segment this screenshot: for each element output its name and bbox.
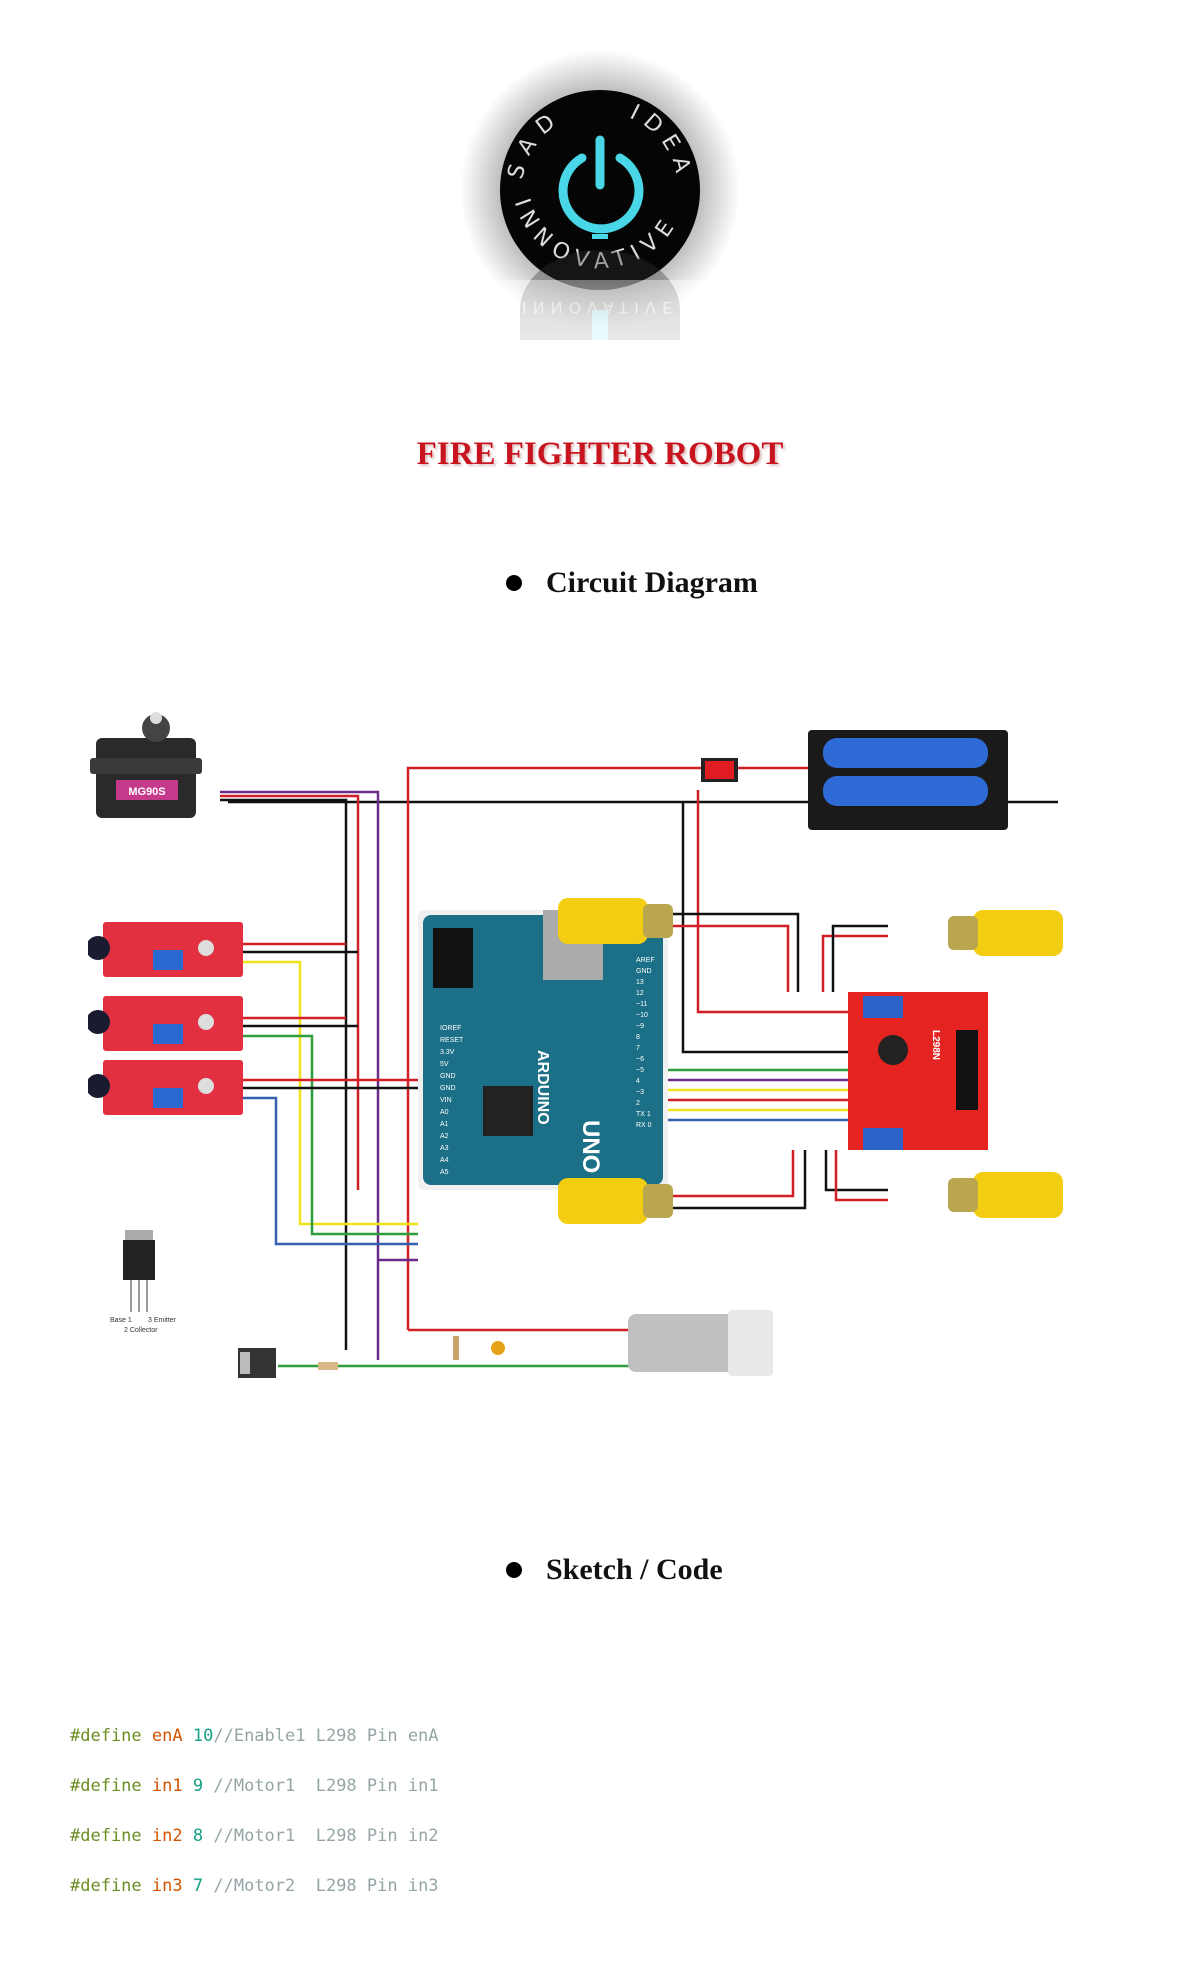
arduino-model-label: UNO (577, 1120, 604, 1173)
bullet-icon (506, 1562, 522, 1578)
arduino-pin-label: GND (440, 1073, 456, 1080)
section-heading-circuit: Circuit Diagram (506, 566, 758, 600)
transistor-collector-label: 2 Collector (124, 1327, 158, 1334)
transistor-emitter-label: 3 Emitter (148, 1317, 177, 1324)
wire-motor-tl (673, 912, 800, 992)
arduino-pin-label: A5 (440, 1169, 449, 1176)
wire-servo-black (220, 798, 348, 1350)
section-heading-code: Sketch / Code (506, 1553, 723, 1587)
arduino-pin-label: 12 (636, 990, 644, 997)
page-title: FIRE FIGHTER ROBOT (416, 436, 784, 472)
bullet-icon (506, 575, 522, 591)
water-pump (453, 1310, 773, 1376)
arduino-pin-label: A0 (440, 1109, 449, 1116)
arduino-pin-label: 13 (636, 979, 644, 986)
servo-motor: MG90S (90, 712, 202, 818)
arduino-pin-label: RESET (440, 1037, 464, 1044)
wire-power-switch (406, 766, 701, 1330)
transistor-reference: Base 1 3 Emitter 2 Collector (110, 1230, 177, 1334)
wire-motor-br2 (834, 1150, 888, 1202)
wire-motor-tl2 (673, 924, 790, 992)
sad-innovative-ideas-logo: SAD IDEAS INNOVATIVE INNOVATIVE (450, 40, 750, 400)
wire-switch-driver-red (696, 790, 848, 1014)
flame-sensor-2 (88, 996, 243, 1051)
circuit-diagram: MG90S Base 1 3 Emitter 2 Collector (88, 712, 1063, 1378)
power-switch (701, 758, 738, 782)
gear-motor-top-right (948, 910, 1063, 956)
arduino-pin-label: GND (636, 968, 652, 975)
arduino-pin-label: A3 (440, 1145, 449, 1152)
servo-label: MG90S (128, 786, 165, 798)
arduino-pin-label: A4 (440, 1157, 449, 1164)
wire-motor-bl (673, 1150, 795, 1198)
transistor-base-label: Base 1 (110, 1317, 132, 1324)
section-heading-code-text: Sketch / Code (546, 1553, 723, 1586)
driver-label: L298N (930, 1030, 941, 1060)
arduino-pin-label: 4 (636, 1078, 640, 1085)
flame-sensor-1 (88, 922, 243, 977)
l298n-driver: L298N (848, 992, 988, 1150)
arduino-pin-label: ~10 (636, 1012, 648, 1019)
wire-motor-tr2 (831, 924, 888, 992)
code-line: #define in3 7 //Motor2 L298 Pin in3 (70, 1876, 439, 1896)
section-heading-circuit-text: Circuit Diagram (546, 566, 758, 599)
wire-motor-tr (821, 934, 888, 992)
wire-sensor1-yellow (243, 960, 418, 1226)
wire-sensor3-blue (243, 1096, 418, 1246)
wire-battery-driver-black (681, 802, 848, 1054)
arduino-pin-label: ~9 (636, 1023, 644, 1030)
arduino-pin-label: TX 1 (636, 1111, 651, 1118)
code-line: #define in1 9 //Motor1 L298 Pin in1 (70, 1776, 439, 1796)
wire-motor-br (824, 1150, 888, 1192)
arduino-pin-label: 2 (636, 1100, 640, 1107)
arduino-pin-label: AREF (636, 957, 655, 964)
arduino-uno: ARDUINO UNO AREF GND 13 12 ~11 ~10 ~9 8 7 ~6 ~5 4 ~3… (418, 910, 668, 1190)
arduino-pin-label: 3.3V (440, 1049, 455, 1056)
arduino-pin-label: 5V (440, 1061, 449, 1068)
arduino-pin-label: GND (440, 1085, 456, 1092)
arduino-pin-label: A1 (440, 1121, 449, 1128)
power-transistor (238, 1348, 338, 1378)
arduino-pin-label: ~11 (636, 1001, 647, 1008)
wire-servo-red (220, 794, 360, 1190)
gear-motor-bottom-left (558, 1178, 673, 1224)
code-block: #define enA 10//Enable1 L298 Pin enA #de… (70, 1726, 439, 1926)
code-line: #define in2 8 //Motor1 L298 Pin in2 (70, 1826, 439, 1846)
wire-motor-bl2 (673, 1150, 807, 1210)
flame-sensor-3 (88, 1060, 243, 1115)
code-line: #define enA 10//Enable1 L298 Pin enA (70, 1726, 439, 1746)
arduino-pin-label: 7 (636, 1045, 640, 1052)
arduino-pin-label: IOREF (440, 1025, 461, 1032)
wire-servo-purple (220, 790, 380, 1260)
wire-sensor2-green (243, 1034, 418, 1236)
arduino-pin-label: A2 (440, 1133, 449, 1140)
arduino-pin-label: VIN (440, 1097, 452, 1104)
arduino-brand-label: ARDUINO (534, 1050, 551, 1125)
arduino-pin-label: ~5 (636, 1067, 644, 1074)
arduino-pin-labels-right: AREF GND 13 12 ~11 ~10 ~9 8 7 ~6 ~5 4 ~3 2 TX 1 RX 0 (636, 957, 655, 1129)
gear-motor-bottom-right (948, 1172, 1063, 1218)
battery-pack (808, 730, 1008, 830)
gear-motor-top-left (558, 898, 673, 944)
arduino-pin-label: 8 (636, 1034, 640, 1041)
wires (220, 766, 1058, 1368)
arduino-pin-label: ~3 (636, 1089, 644, 1096)
arduino-pin-label: ~6 (636, 1056, 644, 1063)
arduino-pin-label: RX 0 (636, 1122, 652, 1129)
